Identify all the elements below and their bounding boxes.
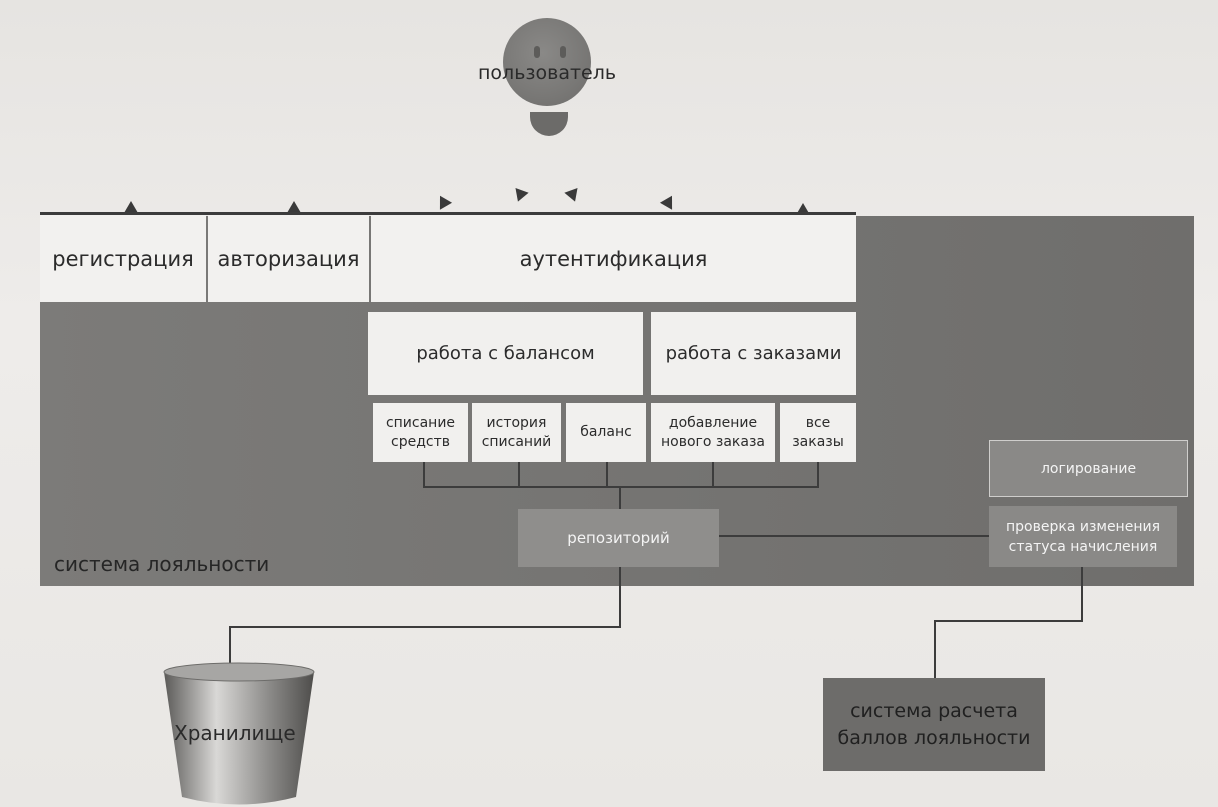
- add-order-label-1: добавление: [668, 414, 758, 431]
- loyalty-calc-system-box: система расчета баллов лояльности: [823, 678, 1045, 771]
- storage-bucket-icon: [163, 662, 315, 805]
- connector-line: [229, 626, 231, 666]
- arrow-icon: [564, 187, 582, 205]
- repository-box: репозиторий: [518, 509, 719, 567]
- balance-box: баланс: [566, 403, 646, 462]
- connector-line: [1081, 567, 1083, 621]
- all-orders-box: все заказы: [780, 403, 856, 462]
- storage-label: Хранилище: [174, 721, 296, 745]
- all-orders-label-1: все: [805, 414, 831, 431]
- connector-line: [934, 620, 936, 678]
- arrow-icon: [511, 187, 529, 205]
- connector-line: [719, 535, 989, 537]
- user-eye-left: [534, 46, 540, 58]
- authentication-box: аутентификация: [371, 215, 856, 302]
- all-orders-label-2: заказы: [792, 433, 844, 450]
- debit-funds-box: списание средств: [373, 403, 468, 462]
- connector-line: [423, 462, 425, 487]
- add-order-box: добавление нового заказа: [651, 403, 775, 462]
- orders-work-label: работа с заказами: [665, 343, 842, 364]
- user-label: пользователь: [478, 62, 617, 84]
- add-order-label-2: нового заказа: [661, 433, 765, 450]
- calc-system-label-2: баллов лояльности: [837, 726, 1031, 749]
- registration-label: регистрация: [52, 246, 194, 271]
- connector-line: [518, 462, 520, 487]
- authorization-box: авторизация: [208, 215, 369, 302]
- calc-system-label-1: система расчета: [850, 699, 1018, 722]
- debit-history-label-2: списаний: [481, 433, 552, 450]
- balance-label: баланс: [580, 424, 632, 440]
- authentication-label: аутентификация: [519, 246, 708, 271]
- authorization-label: авторизация: [217, 246, 360, 271]
- arrow-icon: [124, 201, 138, 213]
- status-check-box: проверка изменения статуса начисления: [989, 506, 1177, 567]
- orders-work-box: работа с заказами: [651, 312, 856, 395]
- connector-line: [619, 486, 621, 510]
- repository-label: репозиторий: [567, 529, 670, 547]
- system-label: система лояльности: [54, 552, 270, 576]
- logging-box: логирование: [989, 440, 1188, 497]
- connector-line: [934, 620, 1083, 622]
- debit-history-box: история списаний: [472, 403, 561, 462]
- connector-line: [712, 462, 714, 487]
- user-eye-right: [560, 46, 566, 58]
- registration-box: регистрация: [40, 215, 206, 302]
- user-icon: [503, 18, 591, 106]
- status-check-label-2: статуса начисления: [1008, 538, 1158, 555]
- connector-line: [619, 567, 621, 627]
- connector-line: [817, 462, 819, 487]
- balance-work-box: работа с балансом: [368, 312, 643, 395]
- status-check-label-1: проверка изменения: [1006, 518, 1160, 535]
- top-line: [40, 212, 856, 215]
- debit-funds-label-1: списание: [385, 414, 456, 431]
- connector-line: [229, 626, 621, 628]
- logging-label: логирование: [1040, 460, 1137, 477]
- connector-line: [606, 462, 608, 487]
- arrow-icon: [287, 201, 301, 213]
- connector-line: [423, 486, 819, 488]
- balance-work-label: работа с балансом: [416, 343, 595, 364]
- arrow-icon: [433, 192, 453, 210]
- user-body: [530, 112, 568, 136]
- debit-history-label-1: история: [486, 414, 547, 431]
- debit-funds-label-2: средств: [391, 433, 450, 450]
- arrow-icon: [659, 192, 679, 210]
